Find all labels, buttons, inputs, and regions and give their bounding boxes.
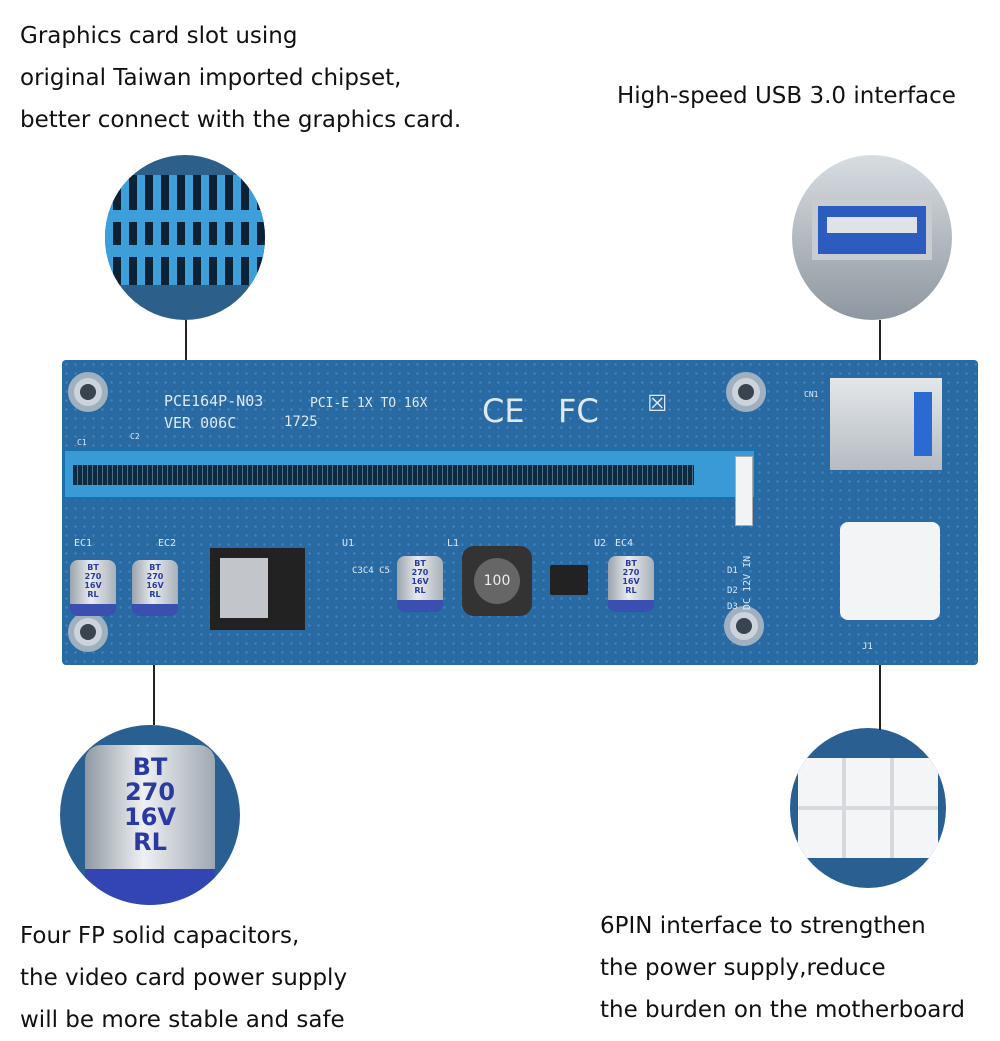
mount-hole bbox=[726, 372, 766, 412]
caption-line: the burden on the motherboard bbox=[600, 997, 966, 1023]
capacitor-text: BT bbox=[414, 559, 426, 568]
mount-hole bbox=[68, 372, 108, 412]
date-code: 1725 bbox=[284, 414, 318, 430]
capacitor-text: 16V bbox=[622, 577, 640, 586]
capacitor-text: BT bbox=[625, 559, 637, 568]
label-c2: C2 bbox=[130, 432, 140, 441]
capacitor-text: 270 bbox=[411, 568, 429, 577]
caption-line: will be more stable and safe bbox=[20, 1007, 345, 1033]
capacitor-text: 270 bbox=[124, 778, 176, 806]
label-j1: J1 bbox=[862, 642, 873, 652]
caption-6pin: 6PIN interface to strengthen the power s… bbox=[600, 905, 965, 1031]
voltage-regulator bbox=[210, 548, 305, 630]
mount-hole bbox=[724, 606, 764, 646]
label-c3c4c5: C3C4 C5 bbox=[352, 566, 390, 576]
6pin-connector bbox=[840, 522, 940, 620]
label-d3: D3 bbox=[727, 602, 738, 612]
label-d2: D2 bbox=[727, 586, 738, 596]
label-l1: L1 bbox=[447, 538, 460, 549]
caption-line: the power supply,reduce bbox=[600, 955, 886, 981]
capacitor-text: RL bbox=[133, 828, 167, 856]
capacitor-text: RL bbox=[414, 586, 426, 595]
capacitor-text: RL bbox=[625, 586, 637, 595]
capacitor-text: 16V bbox=[411, 577, 429, 586]
capacitor-text: 16V bbox=[124, 803, 176, 831]
label-ec4: EC4 bbox=[615, 538, 634, 549]
slot-closeup bbox=[105, 155, 265, 320]
capacitor-text: 16V bbox=[84, 581, 102, 590]
usb-closeup bbox=[792, 155, 952, 320]
caption-line: High-speed USB 3.0 interface bbox=[617, 83, 956, 109]
caption-line: the video card power supply bbox=[20, 965, 348, 991]
caption-line: original Taiwan imported chipset, bbox=[20, 65, 402, 91]
usb-port bbox=[830, 378, 942, 470]
caption-line: Four FP solid capacitors, bbox=[20, 923, 300, 949]
label-dc-in: DC 12V IN bbox=[742, 555, 753, 610]
controller-chip bbox=[550, 565, 588, 595]
version-label: VER 006C bbox=[164, 414, 237, 432]
capacitor-text: 16V bbox=[146, 581, 164, 590]
caption-line: better connect with the graphics card. bbox=[20, 107, 462, 133]
label-ec1: EC1 bbox=[74, 538, 93, 549]
capacitor-text: 270 bbox=[146, 572, 164, 581]
label-c1: C1 bbox=[77, 438, 87, 447]
caption-capacitors: Four FP solid capacitors, the video card… bbox=[20, 915, 347, 1041]
model-label: PCE164P-N03 bbox=[164, 392, 264, 410]
ce-mark: CE bbox=[482, 392, 525, 430]
capacitor-text: BT bbox=[149, 563, 161, 572]
capacitor-text: 270 bbox=[622, 568, 640, 577]
fcc-mark: FC bbox=[558, 392, 599, 430]
capacitor-text: 270 bbox=[84, 572, 102, 581]
label-u1: U1 bbox=[342, 538, 355, 549]
capacitor-closeup: BT 270 16V RL bbox=[60, 725, 240, 905]
caption-slot: Graphics card slot using original Taiwan… bbox=[20, 15, 461, 141]
6pin-closeup bbox=[790, 728, 946, 888]
caption-line: Graphics card slot using bbox=[20, 23, 298, 49]
capacitor-text: BT bbox=[87, 563, 99, 572]
riser-board: PCE164P-N03 VER 006C 1725 PCI-E 1X TO 16… bbox=[62, 360, 978, 665]
weee-icon: ☒ bbox=[647, 380, 668, 420]
slot-latch bbox=[735, 456, 753, 526]
capacitor-text: RL bbox=[87, 590, 99, 599]
pcie-x16-slot bbox=[62, 448, 757, 500]
label-ec2: EC2 bbox=[158, 538, 177, 549]
label-cn1: CN1 bbox=[804, 390, 819, 399]
inductor: 100 bbox=[462, 546, 532, 616]
caption-line: 6PIN interface to strengthen bbox=[600, 913, 926, 939]
label-d1: D1 bbox=[727, 566, 738, 576]
label-u2: U2 bbox=[594, 538, 607, 549]
inductor-label: 100 bbox=[474, 558, 520, 604]
caption-usb: High-speed USB 3.0 interface bbox=[617, 75, 956, 117]
spec-label: PCI-E 1X TO 16X bbox=[310, 396, 428, 411]
capacitor-text: RL bbox=[149, 590, 161, 599]
mount-hole bbox=[68, 612, 108, 652]
capacitor-text: BT bbox=[132, 753, 168, 781]
